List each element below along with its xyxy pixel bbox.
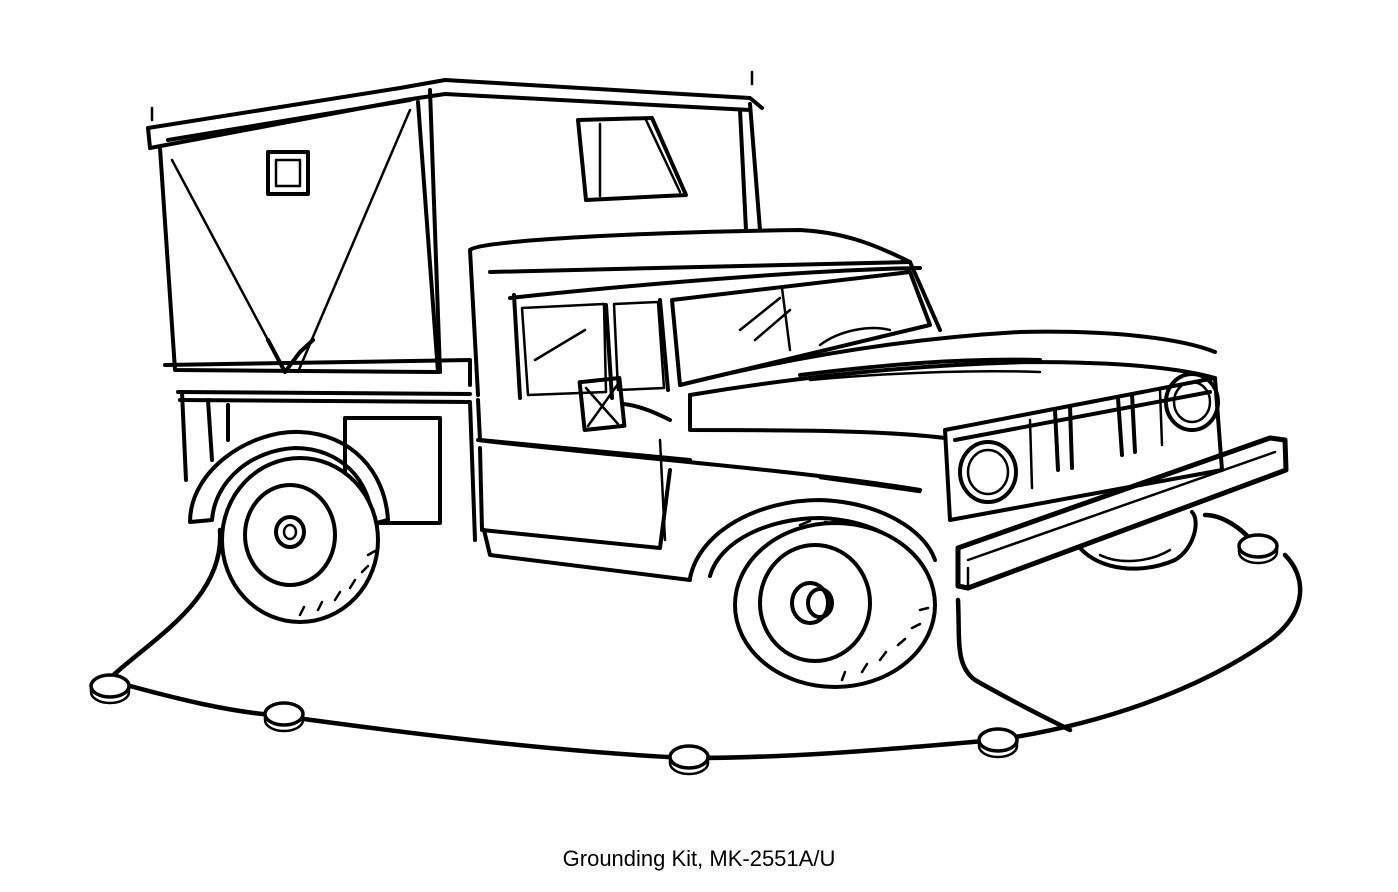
ground-rod-4: [977, 727, 1019, 759]
ground-rod-5: [1237, 533, 1279, 565]
figure-caption: Grounding Kit, MK-2551A/U: [562, 846, 836, 871]
ground-rod-1: [89, 673, 131, 705]
front-wheel: [733, 519, 937, 689]
truck-body: [176, 228, 1289, 591]
rear-wheel: [220, 456, 380, 624]
ground-rods: [89, 533, 1279, 776]
shelter: [146, 70, 764, 387]
ground-rod-3: [668, 744, 710, 776]
far-front-wheel: [1078, 510, 1198, 571]
ground-rod-2: [263, 701, 305, 733]
